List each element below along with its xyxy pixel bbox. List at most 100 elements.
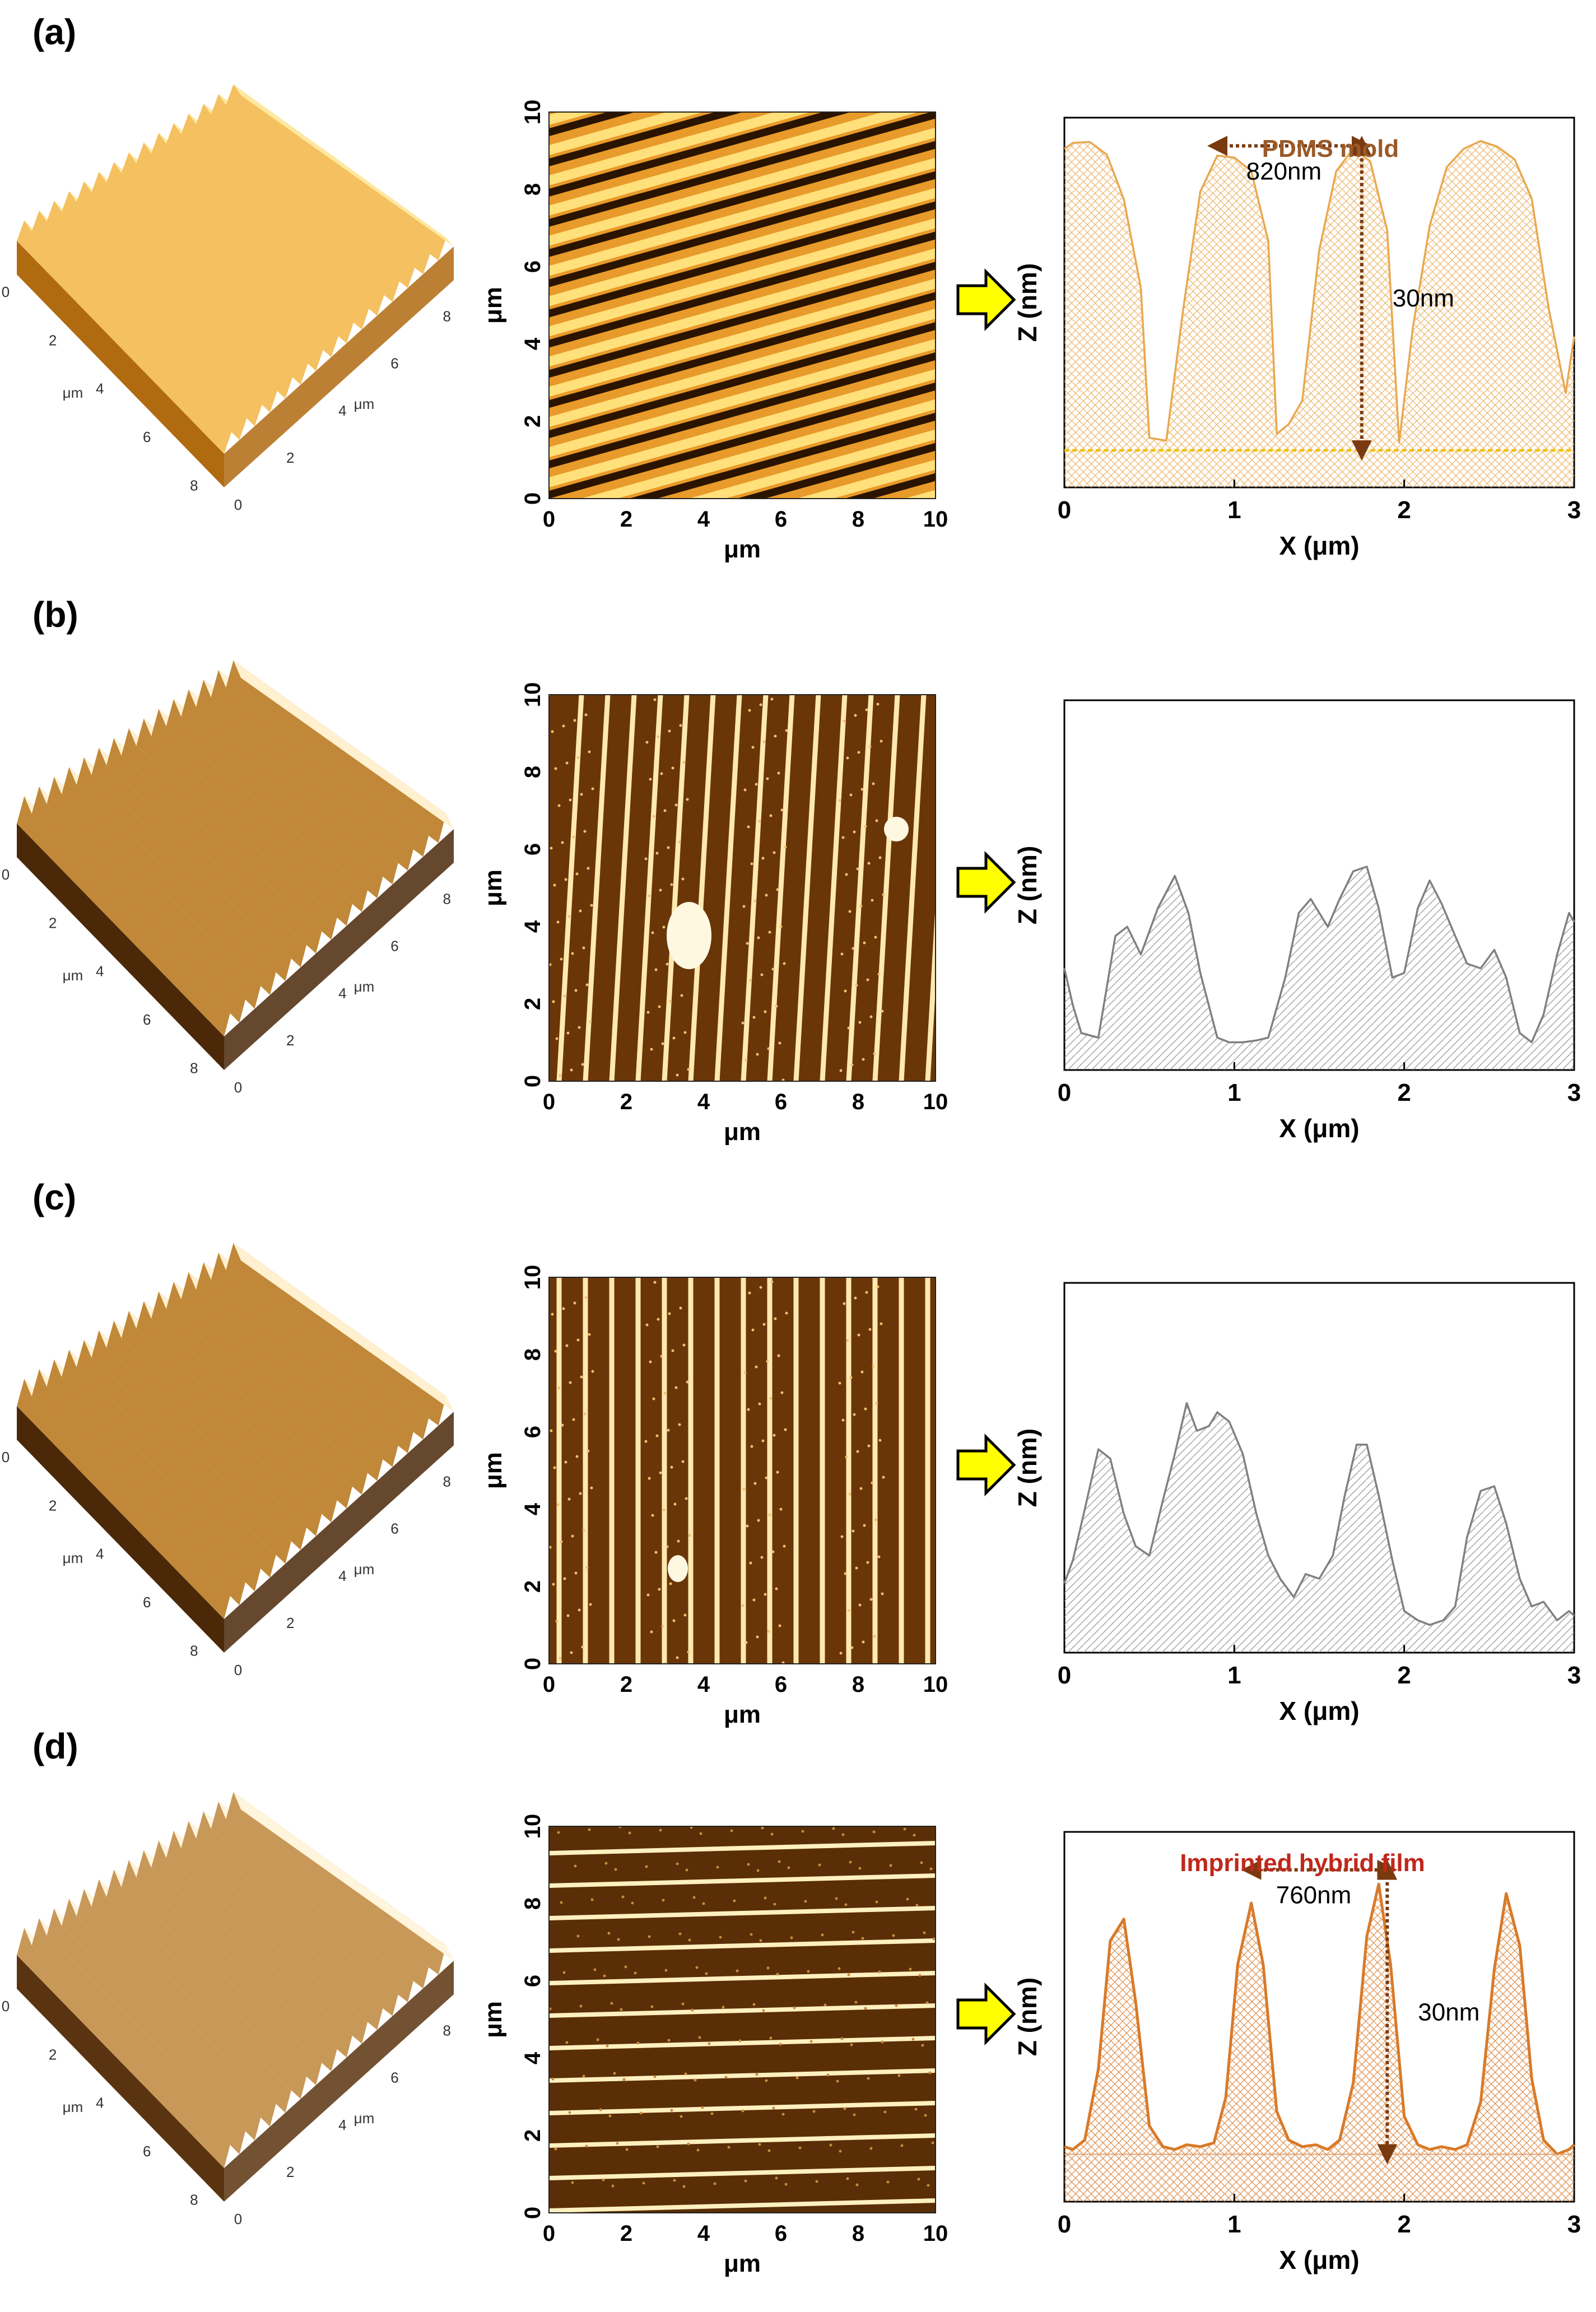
height-dimension-label: 30nm bbox=[1418, 1999, 1479, 2026]
particle-dot bbox=[566, 1031, 570, 1035]
particle-dot bbox=[552, 1000, 555, 1003]
particle-dot bbox=[636, 2041, 640, 2045]
ridge-face bbox=[46, 1908, 263, 2141]
ridge-stripe bbox=[549, 308, 936, 427]
particle-dot bbox=[745, 1641, 748, 1644]
particle-dot bbox=[654, 968, 658, 971]
y-axis-label: Z (nm) bbox=[1013, 846, 1042, 925]
left-axis-tick: 6 bbox=[143, 1594, 151, 1611]
particle-dot bbox=[631, 1901, 634, 1905]
ridge-line bbox=[583, 695, 611, 1081]
particle-dot bbox=[812, 2110, 816, 2113]
particle-dot bbox=[564, 878, 567, 881]
particle-dot bbox=[778, 1624, 781, 1627]
particle-dot bbox=[688, 1534, 691, 1537]
particle-dot bbox=[846, 1339, 849, 1342]
afm-frame bbox=[548, 1826, 936, 2213]
particle-dot bbox=[771, 967, 775, 971]
right-axis-tick: 2 bbox=[286, 1615, 294, 1631]
particle-dot bbox=[670, 883, 673, 886]
ridge-face bbox=[76, 1340, 293, 1564]
particle-dot bbox=[694, 2078, 697, 2082]
particle-dot bbox=[576, 1338, 580, 1342]
ridge-face bbox=[181, 1821, 401, 2016]
y-tick-label: 0 bbox=[520, 492, 545, 505]
particle-dot bbox=[874, 936, 877, 939]
particle-dot bbox=[713, 2182, 716, 2185]
particle-dot bbox=[582, 2074, 585, 2078]
particle-dot bbox=[785, 729, 788, 732]
particle-dot bbox=[668, 1312, 671, 1315]
particle-dot bbox=[878, 1970, 881, 1974]
ridge-face bbox=[233, 1243, 454, 1412]
surface-side bbox=[17, 241, 224, 487]
particle-dot bbox=[744, 2179, 747, 2183]
particle-dot bbox=[877, 1555, 881, 1559]
particle-dot bbox=[750, 1933, 753, 1936]
ridge-face bbox=[136, 718, 355, 926]
particle-dot bbox=[648, 894, 651, 897]
particle-dot bbox=[781, 1661, 785, 1664]
particle-dot bbox=[551, 730, 554, 733]
ridge-face bbox=[196, 1811, 416, 2002]
particle-dot bbox=[880, 1322, 883, 1325]
particle-dot bbox=[574, 1864, 577, 1868]
right-axis-tick: 2 bbox=[286, 2164, 294, 2180]
particle-dot bbox=[752, 2003, 756, 2006]
groove-stripe bbox=[549, 231, 936, 348]
particle-dot bbox=[557, 1387, 561, 1390]
afm-image bbox=[549, 1277, 936, 1664]
particle-dot bbox=[875, 1402, 878, 1405]
particle-dot bbox=[897, 2074, 901, 2077]
particle-dot bbox=[670, 2109, 673, 2112]
chart-title: PDMS mold bbox=[1262, 135, 1399, 162]
ridge-stripe bbox=[549, 248, 936, 367]
surface-side bbox=[224, 1412, 454, 1653]
particle-dot bbox=[555, 1037, 559, 1040]
surface-3d bbox=[17, 84, 454, 487]
ridge-face bbox=[136, 142, 355, 343]
groove-stripe bbox=[629, 412, 936, 499]
left-axis-unit: μm bbox=[63, 1550, 83, 1566]
particle-dot bbox=[582, 1529, 585, 1532]
particle-dot bbox=[860, 788, 864, 791]
particle-dot bbox=[755, 1365, 758, 1369]
particle-dot bbox=[771, 1550, 775, 1553]
particle-dot bbox=[780, 1391, 784, 1394]
particle-dot bbox=[876, 1285, 880, 1288]
ridge-face bbox=[46, 776, 263, 1009]
particle-dot bbox=[847, 1609, 850, 1612]
ridge-stripe bbox=[549, 0, 936, 95]
particle-dot bbox=[843, 719, 846, 723]
ridge-face bbox=[151, 1840, 370, 2044]
particle-dot bbox=[815, 2180, 818, 2183]
ridge-face bbox=[46, 1359, 263, 1592]
particle-dot bbox=[854, 714, 857, 717]
particle-dot bbox=[567, 1497, 571, 1501]
particle-dot bbox=[699, 1832, 702, 1835]
x-tick-label: 10 bbox=[923, 1672, 948, 1697]
particle-dot bbox=[571, 2181, 574, 2184]
left-axis-tick: 2 bbox=[49, 1497, 57, 1514]
particle-dot bbox=[687, 1068, 690, 1071]
ridge-stripe bbox=[549, 188, 936, 306]
particle-dot bbox=[845, 1455, 848, 1459]
y-tick-label: 0 bbox=[520, 1075, 545, 1087]
x-tick-label: 2 bbox=[1397, 496, 1411, 524]
particle-dot bbox=[839, 1652, 843, 1655]
particle-dot bbox=[873, 1635, 876, 1638]
chart-title: Imprinted hybrid film bbox=[1180, 1849, 1425, 1877]
particle-dot bbox=[662, 1899, 665, 1902]
particle-dot bbox=[589, 1020, 592, 1024]
particle-dot bbox=[856, 867, 859, 871]
particle-dot bbox=[778, 1041, 781, 1045]
particle-dot bbox=[682, 761, 686, 764]
groove-stripe bbox=[549, 201, 936, 318]
particle-dot bbox=[747, 1863, 750, 1866]
ridge-face bbox=[181, 689, 401, 885]
particle-dot bbox=[840, 2037, 844, 2040]
particle-dot bbox=[856, 1450, 859, 1453]
particle-dot bbox=[764, 1896, 767, 1900]
